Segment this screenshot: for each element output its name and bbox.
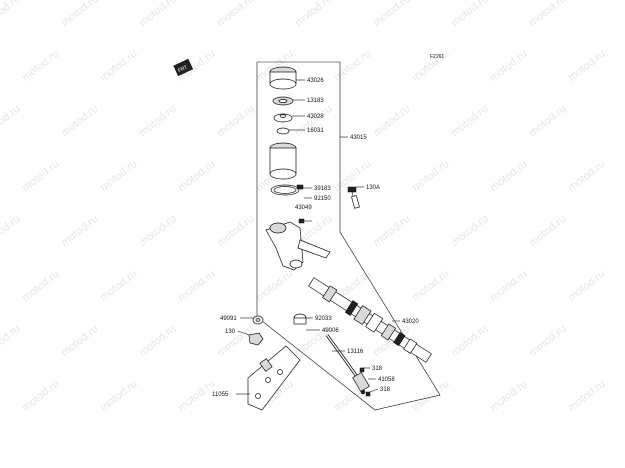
bolt-130a [347,186,360,209]
bolt-43049 [298,218,305,224]
nut-130 [248,332,264,346]
callout-13183: 13183 [307,98,324,104]
callout-11055: 11055 [212,392,229,398]
callout-43028: 43028 [307,114,324,120]
callout-13116: 13116 [347,349,364,355]
mounting-bracket [247,345,301,411]
callout-39183: 39183 [314,186,331,192]
callout-43026: 43026 [307,78,324,84]
band-clamp [270,184,304,196]
callout-92150: 92150 [314,196,331,202]
callout-41058: 41058 [378,377,395,383]
callout-130a: 130A [366,185,380,191]
callout-49091: 49091 [220,316,237,322]
callout-318-lower: 318 [380,387,391,393]
callout-43049: 43049 [295,205,312,211]
diaphragm [273,113,293,123]
callout-43015: 43015 [350,135,367,141]
callout-92033: 92033 [315,316,332,322]
clevis [352,372,370,395]
push-rod [325,334,360,379]
reservoir-body [269,142,297,180]
reservoir-cap [269,66,297,90]
dust-boot [293,313,307,325]
callout-318-upper: 318 [372,366,383,372]
callout-43020: 43020 [402,319,419,325]
diagram-code: F2261 [430,54,444,60]
master-cylinder-body [265,221,331,271]
banjo-gasket [252,315,264,325]
piston-assembly [308,277,432,363]
callout-130: 130 [225,329,236,335]
leader-lines [236,79,400,395]
callout-49006: 49006 [322,328,339,334]
front-mark-icon: FRT [173,58,194,77]
callout-labels: 43026 13183 43028 16031 43015 39183 130A… [212,78,419,398]
callout-16031: 16031 [307,128,324,134]
float-ring [276,127,290,135]
diaphragm-plate [272,96,294,106]
svg-text:FRT: FRT [177,65,188,75]
